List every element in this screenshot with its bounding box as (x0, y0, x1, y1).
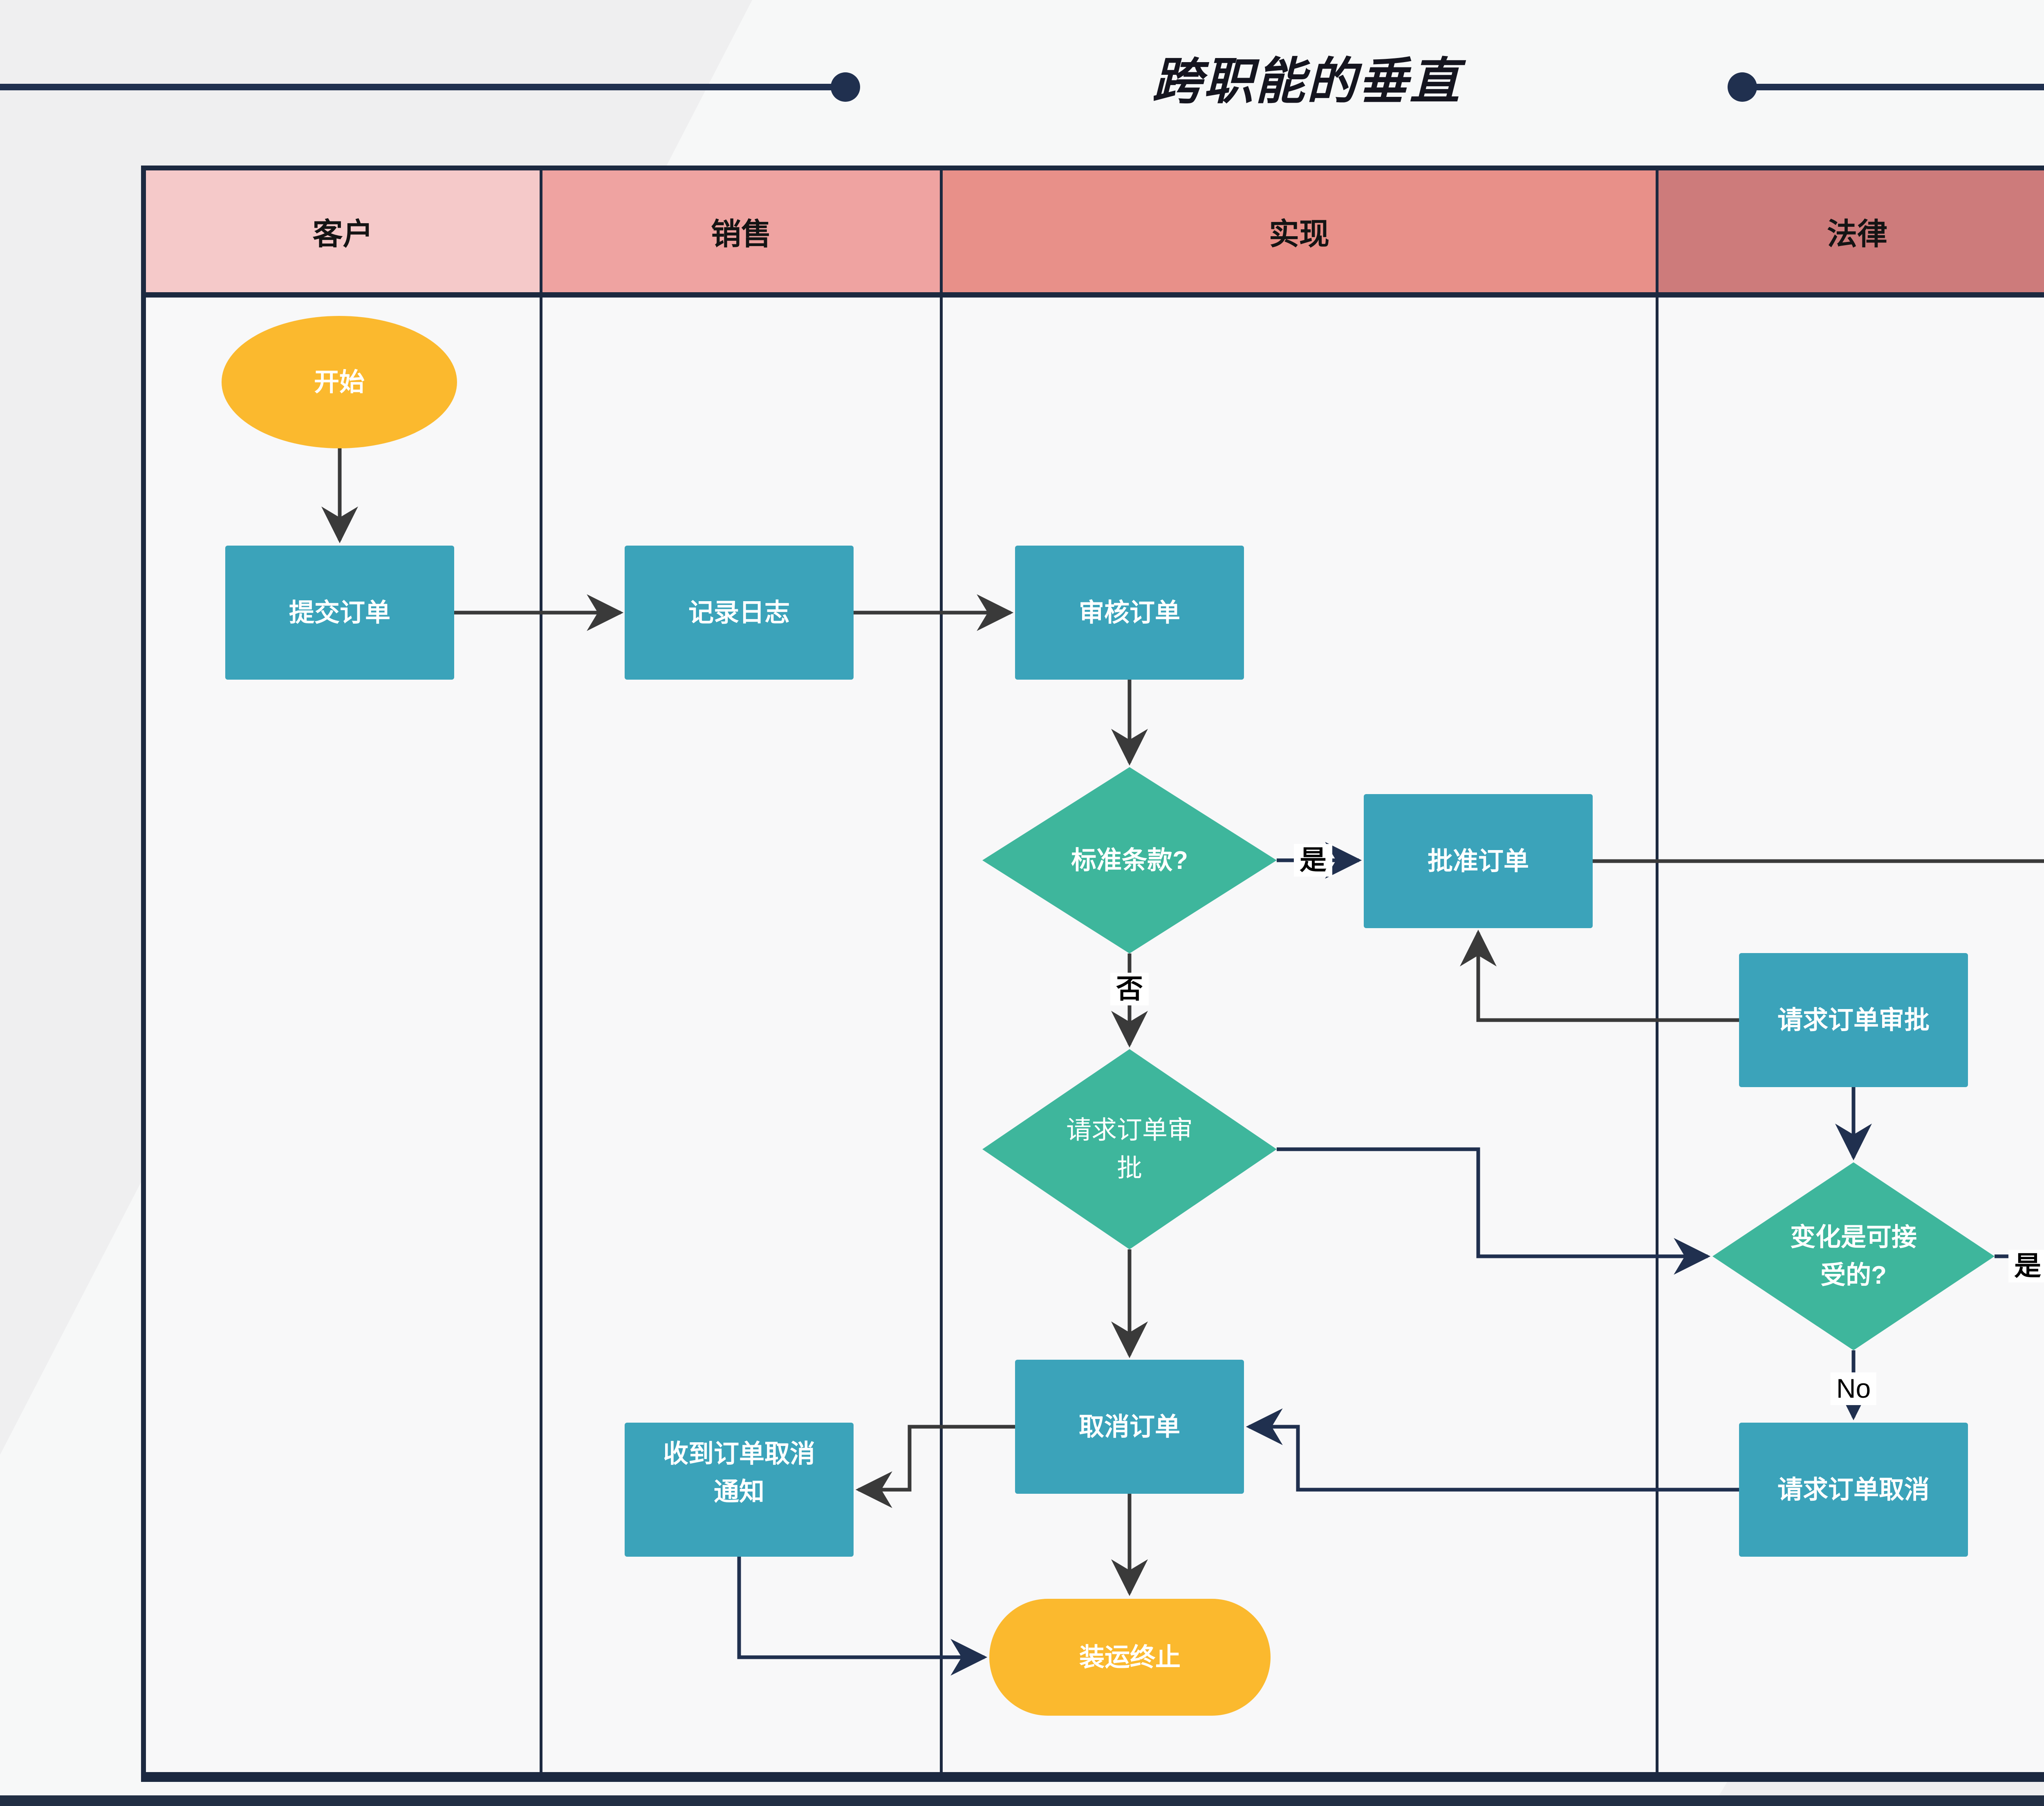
edge-notice-to-shipment-terminated (737, 1557, 988, 1676)
lane-customer: 客户 (146, 170, 540, 1772)
node-cancel-notice-lines: 收到订单取消 通知 (663, 1435, 815, 1511)
lane-label-implementation: 实现 (1269, 217, 1329, 251)
node-cancel-order: 取消订单 (1015, 1360, 1244, 1494)
node-cancel-notice-line2: 通知 (713, 1478, 764, 1506)
swimlane-table: 客户 销售 实现 法律 合同 (141, 166, 2044, 1782)
lane-header-sales: 销售 (542, 170, 940, 298)
node-request-approval-decision-line2: 批 (1116, 1154, 1142, 1182)
node-request-cancel: 请求订单取消 (1739, 1423, 1968, 1557)
node-cancel-notice: 收到订单取消 通知 (625, 1423, 854, 1557)
node-start-label: 开始 (314, 368, 365, 396)
lane-label-sales: 销售 (711, 217, 771, 251)
node-approve-order: 批准订单 (1364, 794, 1593, 928)
node-start: 开始 (222, 316, 457, 448)
edge-cancel-to-notice (855, 1425, 1015, 1508)
edge-label-no-standard-terms: 否 (1110, 973, 1149, 1005)
node-shipment-terminated: 装运终止 (989, 1599, 1271, 1716)
lane-body-customer (146, 298, 540, 1772)
node-submit-order-label: 提交订单 (289, 598, 390, 627)
node-change-acceptable-line2: 受的? (1820, 1261, 1887, 1289)
title-rule-left-dot (831, 72, 860, 102)
edge-label-yes-change-acceptable: 是 (2008, 1250, 2044, 1282)
edge-decision-to-change-acceptable (1277, 1147, 1711, 1275)
node-request-approval-decision-line1: 请求订单审 (1066, 1116, 1193, 1144)
title-rule-right-dot (1728, 72, 1757, 102)
lane-header-legal: 法律 (1659, 170, 2044, 298)
node-cancel-order-label: 取消订单 (1078, 1412, 1180, 1441)
lane-label-legal: 法律 (1827, 217, 1887, 251)
lane-implementation: 实现 (940, 170, 1656, 1772)
node-approve-order-label: 批准订单 (1427, 847, 1529, 875)
node-log-record: 记录日志 (625, 546, 854, 680)
bottom-accent-bar (0, 1795, 2044, 1806)
edge-request-cancel-to-cancel (1246, 1408, 1739, 1492)
edge-request-approval-to-approve (1460, 929, 1739, 1022)
lane-header-implementation: 实现 (943, 170, 1656, 298)
node-log-record-label: 记录日志 (688, 598, 790, 627)
node-request-approval-task-label: 请求订单审批 (1777, 1006, 1930, 1034)
edge-label-no-change-acceptable: No (1830, 1372, 1877, 1405)
node-shipment-terminated-label: 装运终止 (1079, 1643, 1181, 1672)
node-review-order-label: 审核订单 (1078, 598, 1180, 627)
page-title: 跨职能的垂直 (1152, 54, 1461, 109)
node-request-cancel-label: 请求订单取消 (1777, 1475, 1930, 1504)
node-review-order: 审核订单 (1015, 546, 1244, 680)
node-standard-terms-label: 标准条款? (1071, 846, 1188, 875)
lane-body-implementation (943, 298, 1656, 1772)
node-cancel-notice-line1: 收到订单取消 (663, 1440, 815, 1468)
node-change-acceptable-line1: 变化是可接 (1790, 1223, 1917, 1251)
node-request-approval-task: 请求订单审批 (1739, 953, 1968, 1087)
node-submit-order: 提交订单 (225, 546, 454, 680)
lane-label-customer: 客户 (312, 217, 373, 251)
edge-label-yes-standard-terms: 是 (1294, 844, 1332, 877)
lane-header-customer: 客户 (146, 170, 540, 298)
